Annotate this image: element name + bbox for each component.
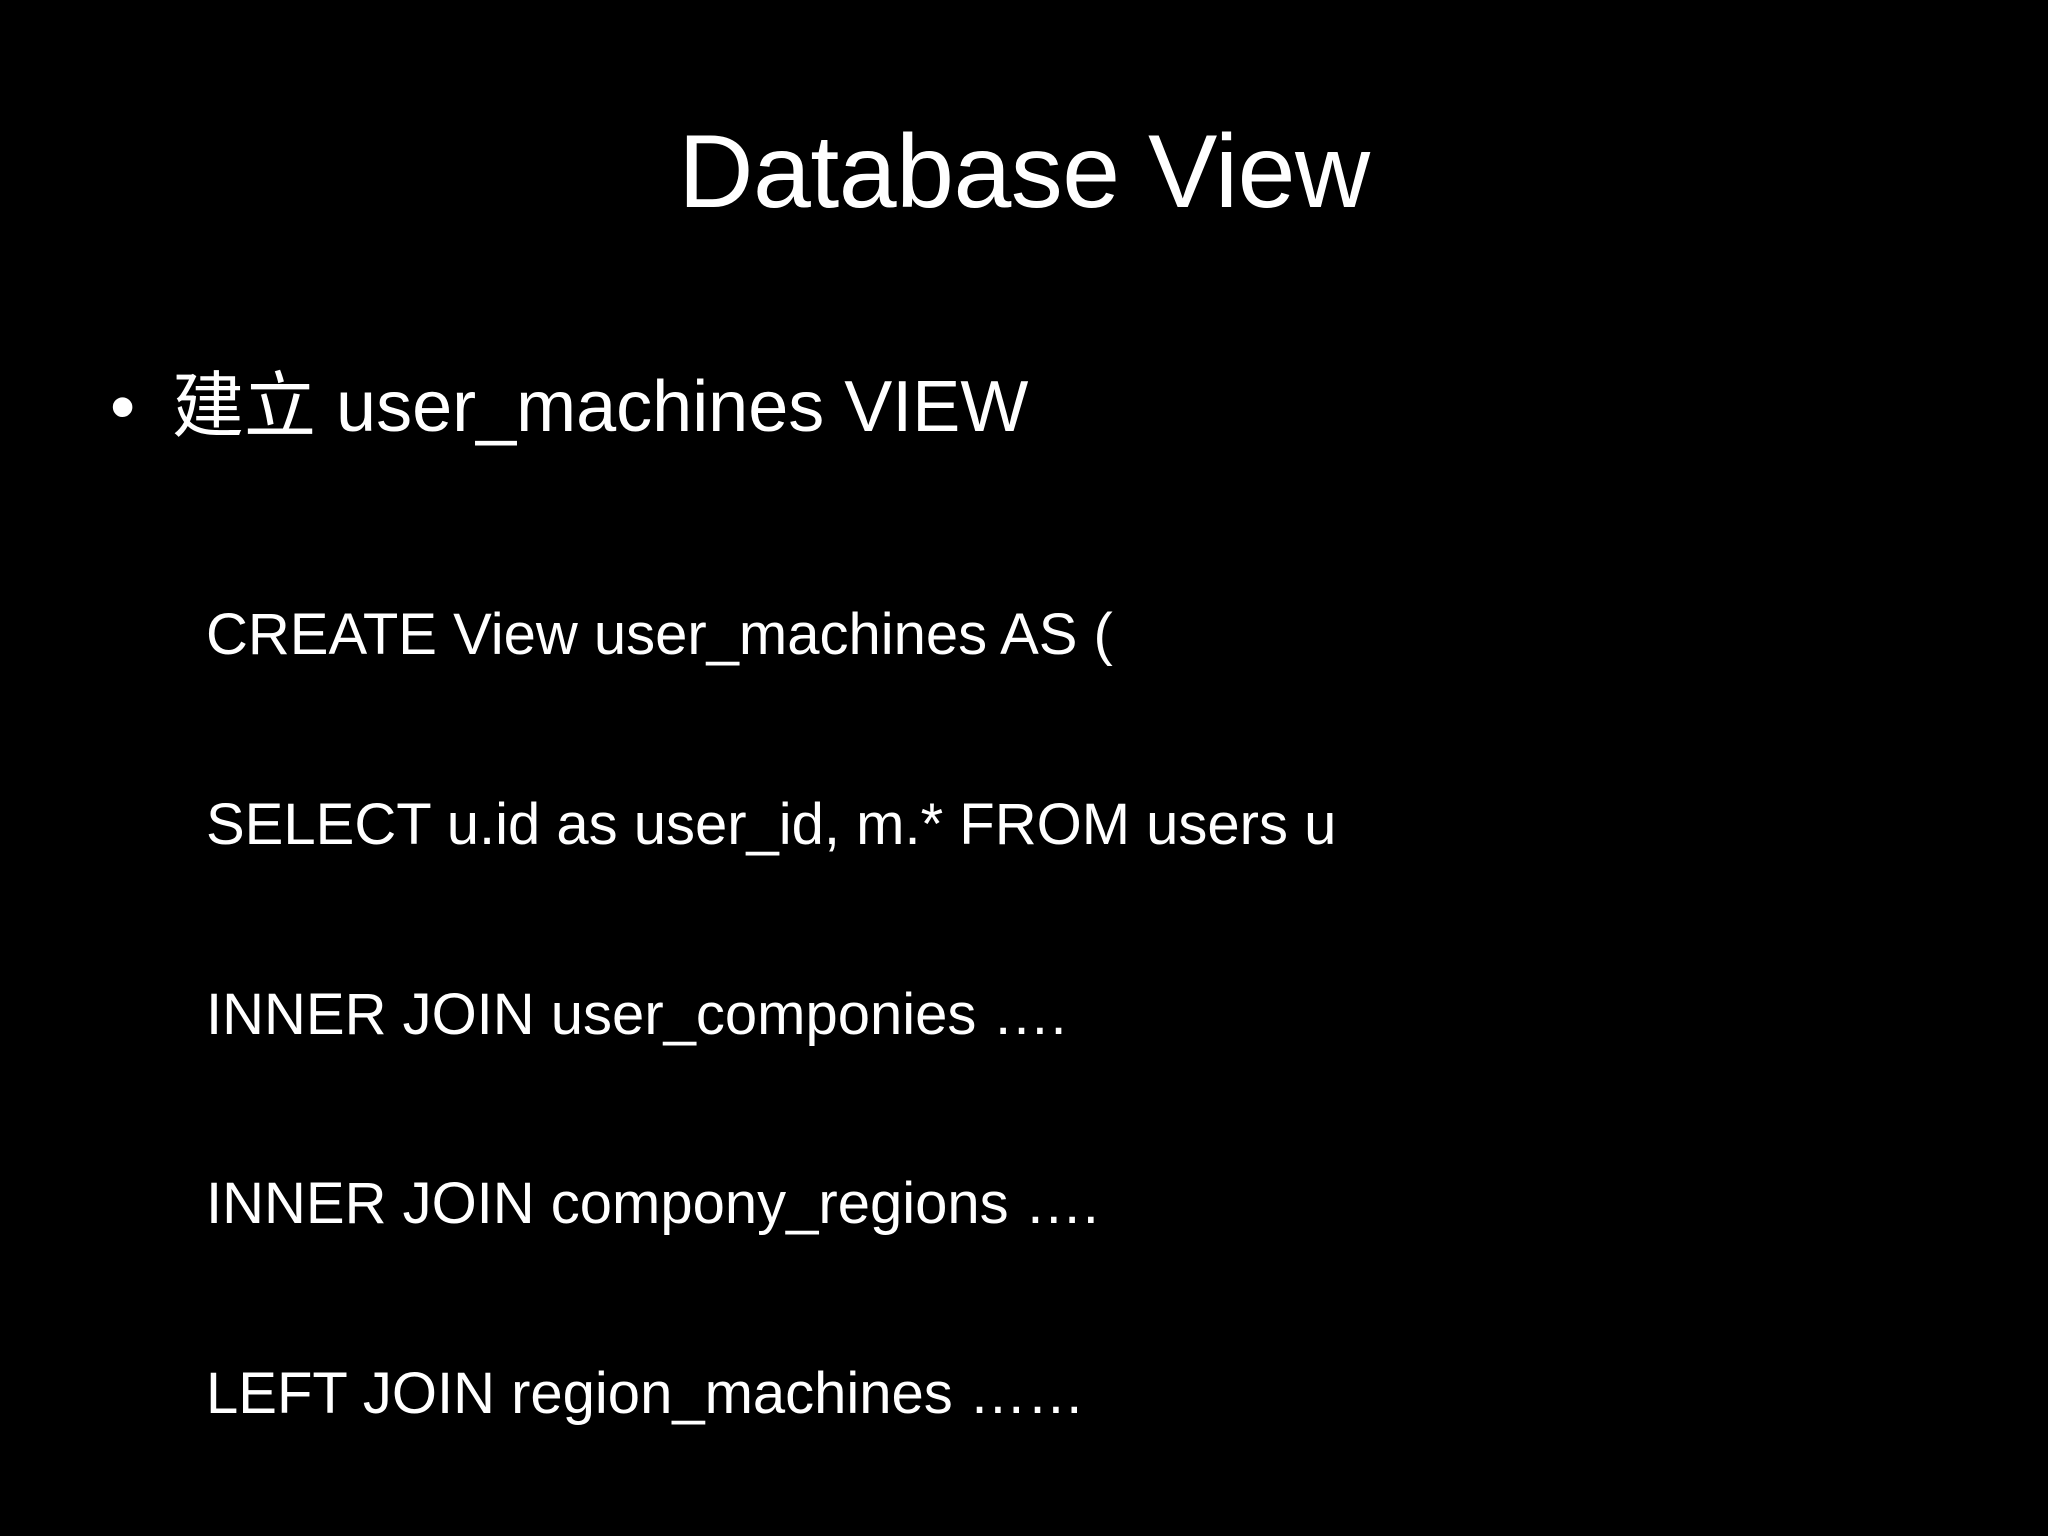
sql-line: SELECT u.id as user_id, m.* FROM users u bbox=[206, 792, 1337, 858]
sql-line: INNER JOIN user_componies …. bbox=[206, 981, 1067, 1047]
bullet-cjk-text: 建立 bbox=[172, 364, 317, 448]
sql-line: LEFT JOIN region_machines …… bbox=[206, 1361, 1085, 1427]
bullet-item-create-view-label: 建立 user_machines VIEW bbox=[172, 360, 1970, 455]
bullet-item-create-view: • 建立 user_machines VIEW bbox=[110, 360, 1970, 455]
slide-body: • 建立 user_machines VIEW CREATE View user… bbox=[110, 360, 1970, 1536]
sql-line: INNER JOIN compony_regions …. bbox=[206, 1171, 1099, 1237]
slide-title: Database View bbox=[678, 114, 1370, 230]
bullet-latin-text: user_machines VIEW bbox=[316, 367, 1029, 447]
bullet-glyph-icon: • bbox=[110, 367, 136, 447]
sql-line: CREATE View user_machines AS ( bbox=[206, 602, 1113, 668]
sql-code-block: CREATE View user_machines AS ( SELECT u.… bbox=[206, 477, 1970, 1536]
